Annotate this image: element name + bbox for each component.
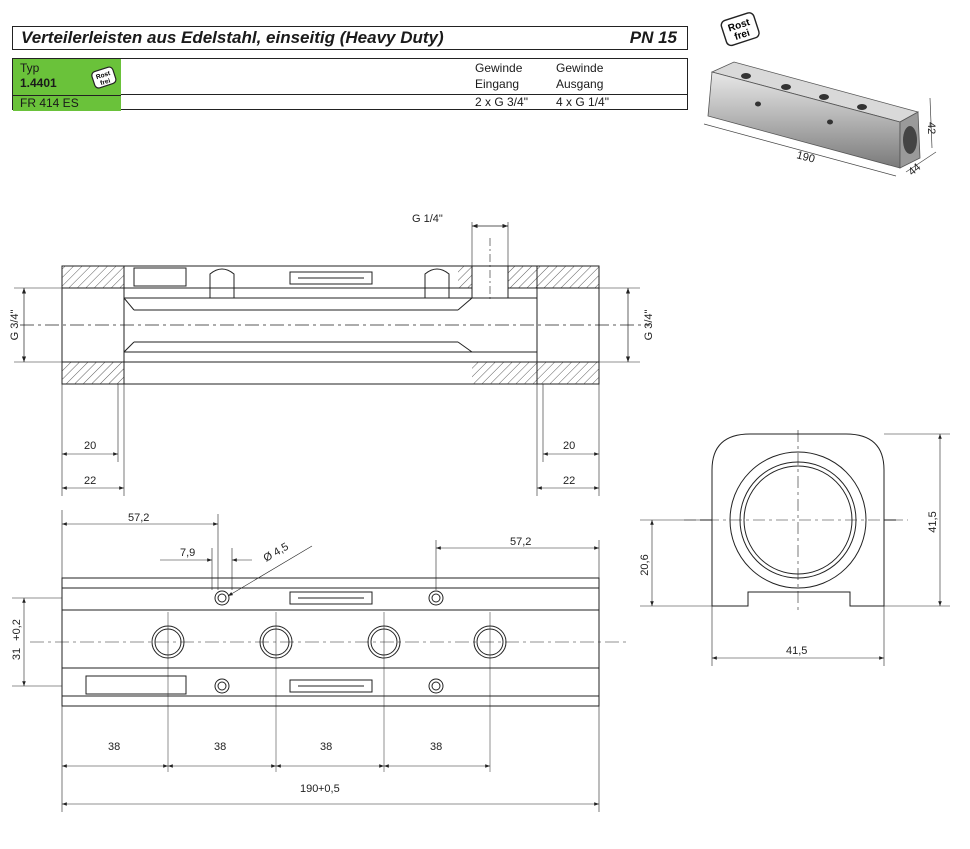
col-inlet-header-1: Gewinde <box>475 61 523 75</box>
dim-38-a: 38 <box>108 741 120 753</box>
article-code: FR 414 ES <box>20 96 79 110</box>
dim-20-6: 20,6 <box>639 554 651 575</box>
dim-22-right: 22 <box>563 475 575 487</box>
top-view <box>30 577 630 772</box>
dim-57-2-right: 57,2 <box>510 536 531 548</box>
col-inlet-header: Gewinde Eingang <box>475 60 522 92</box>
rost-frei-badge-icon: Rost frei <box>91 66 117 89</box>
dim-7-9: 7,9 <box>180 547 195 559</box>
product-photo: Rost frei 190 42 44 <box>703 12 937 178</box>
dim-20-left: 20 <box>84 440 96 452</box>
dim-31-tolerance: +0,2 <box>11 619 23 641</box>
product-badge-icon: Rost frei <box>720 12 760 47</box>
end-view <box>684 430 908 610</box>
badge-text-2: frei <box>99 77 111 87</box>
product-dim-length: 190 <box>795 149 816 165</box>
pressure-rating: PN 15 <box>629 28 677 47</box>
col-outlet-header-2: Ausgang <box>556 77 604 91</box>
badge-text-1: Rost <box>95 70 112 81</box>
dim-22-left: 22 <box>84 475 96 487</box>
dim-38-c: 38 <box>320 741 332 753</box>
dim-38-d: 38 <box>430 741 442 753</box>
spec-table: Typ 1.4401 FR 414 ES Rost frei Gewinde E… <box>12 58 688 111</box>
dim-41-5-width: 41,5 <box>786 645 807 657</box>
col-inlet-header-2: Eingang <box>475 77 520 91</box>
label-thread-left: G 3/4" <box>9 310 21 341</box>
dim-41-5-height: 41,5 <box>927 511 939 532</box>
dim-190-tolerance: +0,5 <box>318 783 340 795</box>
dim-38-b: 38 <box>214 741 226 753</box>
col-inlet-value: 2 x G 3/4" <box>475 95 528 109</box>
col-outlet-header-1: Gewinde <box>556 61 604 75</box>
page-title: Verteilerleisten aus Edelstahl, einseiti… <box>21 28 444 47</box>
product-badge-text-2: frei <box>733 28 751 43</box>
type-value: 1.4401 <box>20 76 57 90</box>
col-outlet-header: Gewinde Ausgang <box>556 60 603 92</box>
dim-190: 190 <box>300 783 318 795</box>
section-view <box>20 222 650 385</box>
dim-20-right: 20 <box>563 440 575 452</box>
dim-57-2-left: 57,2 <box>128 512 149 524</box>
product-dim-height: 42 <box>925 122 937 134</box>
type-label: Typ <box>20 61 40 75</box>
label-thread-top: G 1/4" <box>412 213 443 225</box>
dim-31: 31 <box>11 648 23 660</box>
col-outlet-value: 4 x G 1/4" <box>556 95 609 109</box>
type-cell: Typ 1.4401 FR 414 ES Rost frei <box>13 59 121 111</box>
label-thread-right: G 3/4" <box>643 310 655 341</box>
title-bar: Verteilerleisten aus Edelstahl, einseiti… <box>12 26 688 50</box>
